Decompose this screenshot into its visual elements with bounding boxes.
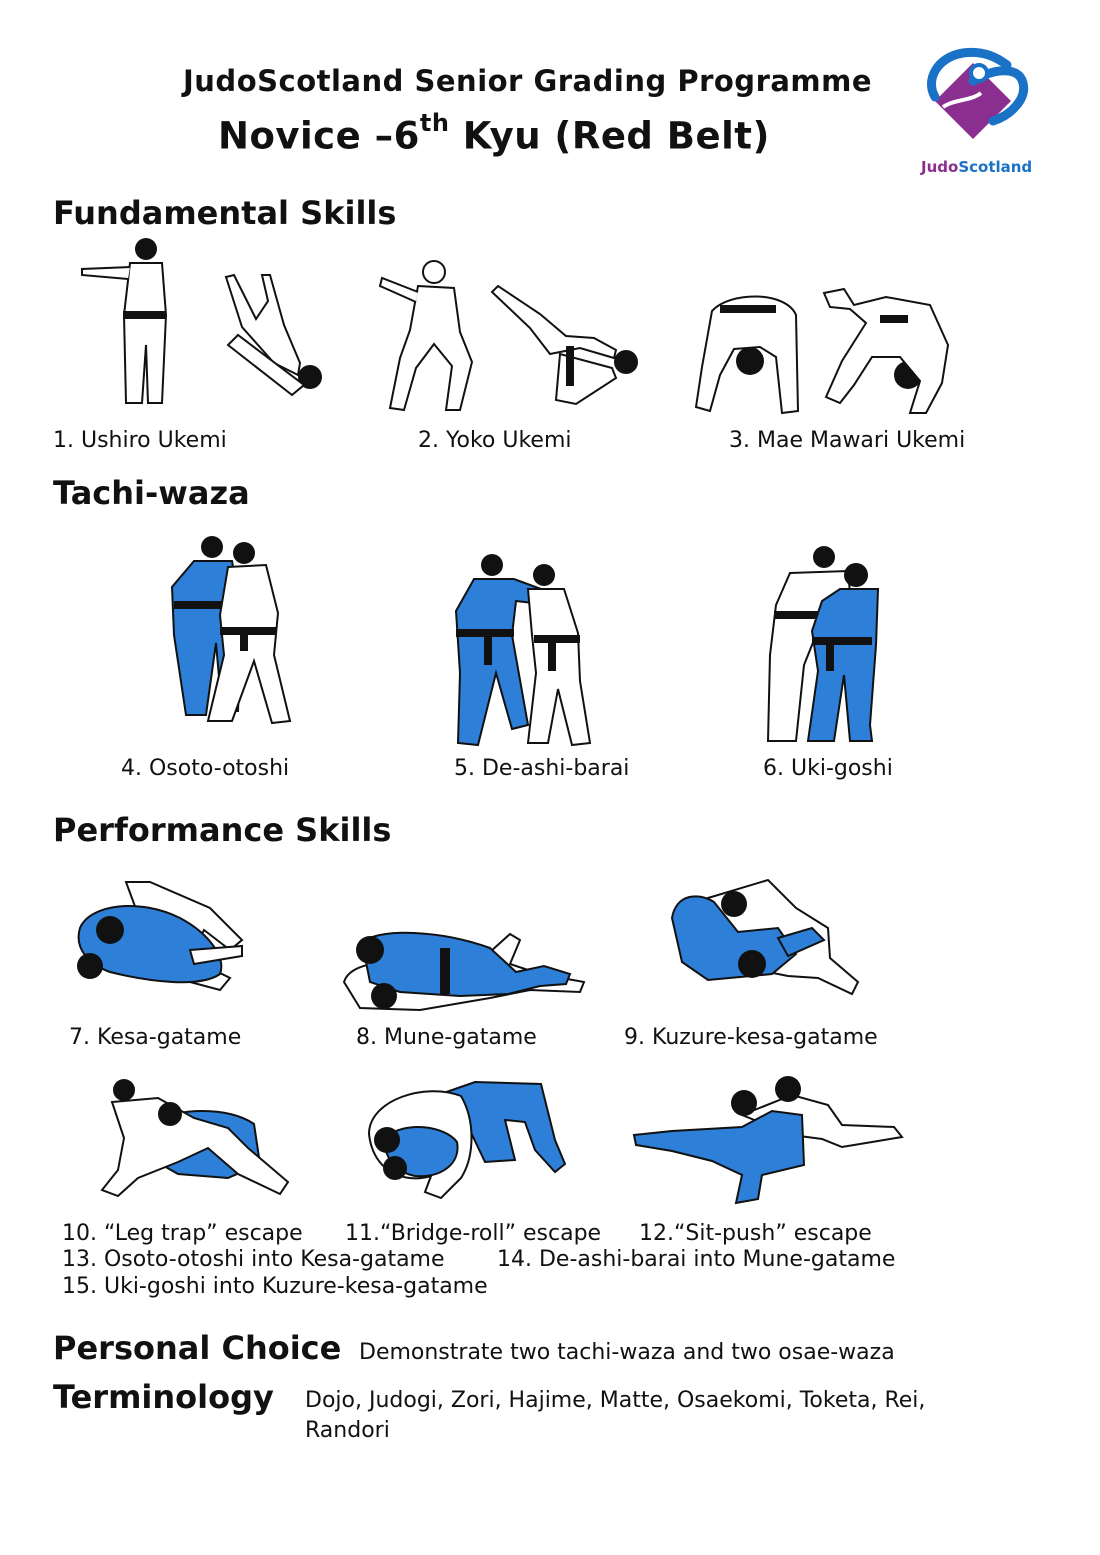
grade-title-main: Novice –6 [218,114,420,158]
caption-mae-mawari-ukemi: 3. Mae Mawari Ukemi [729,428,966,453]
caption-osoto-otoshi: 4. Osoto-otoshi [121,756,290,781]
combination-uki-goshi-kuzure-kesa-gatame: 15. Uki-goshi into Kuzure-kesa-gatame [62,1274,488,1299]
caption-bridge-roll-escape: 11.“Bridge-roll” escape [345,1221,602,1246]
figure-leg-trap-escape [98,1078,293,1203]
caption-ushiro-ukemi: 1. Ushiro Ukemi [53,428,227,453]
programme-title: JudoScotland Senior Grading Programme [183,64,873,98]
grade-title-rest: Kyu (Red Belt) [449,114,770,158]
figure-bridge-roll-escape [365,1080,570,1205]
personal-choice-text: Demonstrate two tachi-waza and two osae-… [359,1340,895,1365]
figure-mae-mawari-ukemi [690,285,970,425]
section-heading-personal-choice: Personal Choice [53,1329,342,1367]
figure-osoto-otoshi [168,535,298,730]
judoscotland-logo-icon [927,47,1029,139]
figure-mune-gatame [340,912,590,1022]
caption-leg-trap-escape: 10. “Leg trap” escape [62,1221,303,1246]
figure-sit-push-escape [632,1075,904,1210]
logo-word-judo: Judo [921,158,959,176]
combination-de-ashi-barai-mune-gatame: 14. De-ashi-barai into Mune-gatame [497,1247,896,1272]
figure-kesa-gatame [70,878,250,998]
judoscotland-logo: JudoScotland [915,35,1035,180]
grade-title-superscript: th [419,109,450,137]
section-heading-tachi-waza: Tachi-waza [53,474,250,512]
caption-yoko-ukemi: 2. Yoko Ukemi [418,428,572,453]
figure-de-ashi-barai [452,553,602,748]
figure-kuzure-kesa-gatame [668,878,868,1008]
grade-title: Novice –6th Kyu (Red Belt) [218,109,770,158]
caption-kuzure-kesa-gatame: 9. Kuzure-kesa-gatame [624,1025,878,1050]
terminology-list-line-1: Dojo, Judogi, Zori, Hajime, Matte, Osaek… [305,1388,926,1413]
logo-wordmark: JudoScotland [921,158,1032,176]
figure-yoko-ukemi [378,258,650,423]
figure-uki-goshi [760,545,890,745]
combination-osoto-otoshi-kesa-gatame: 13. Osoto-otoshi into Kesa-gatame [62,1247,445,1272]
section-heading-fundamental-skills: Fundamental Skills [53,194,397,232]
section-heading-performance-skills: Performance Skills [53,811,392,849]
caption-de-ashi-barai: 5. De-ashi-barai [454,756,630,781]
figure-ushiro-ukemi [78,235,338,415]
terminology-list-line-2: Randori [305,1418,390,1443]
section-heading-terminology: Terminology [53,1378,274,1416]
caption-sit-push-escape: 12.“Sit-push” escape [639,1221,872,1246]
caption-mune-gatame: 8. Mune-gatame [356,1025,537,1050]
logo-word-scotland: Scotland [958,158,1033,176]
caption-uki-goshi: 6. Uki-goshi [763,756,893,781]
caption-kesa-gatame: 7. Kesa-gatame [69,1025,242,1050]
